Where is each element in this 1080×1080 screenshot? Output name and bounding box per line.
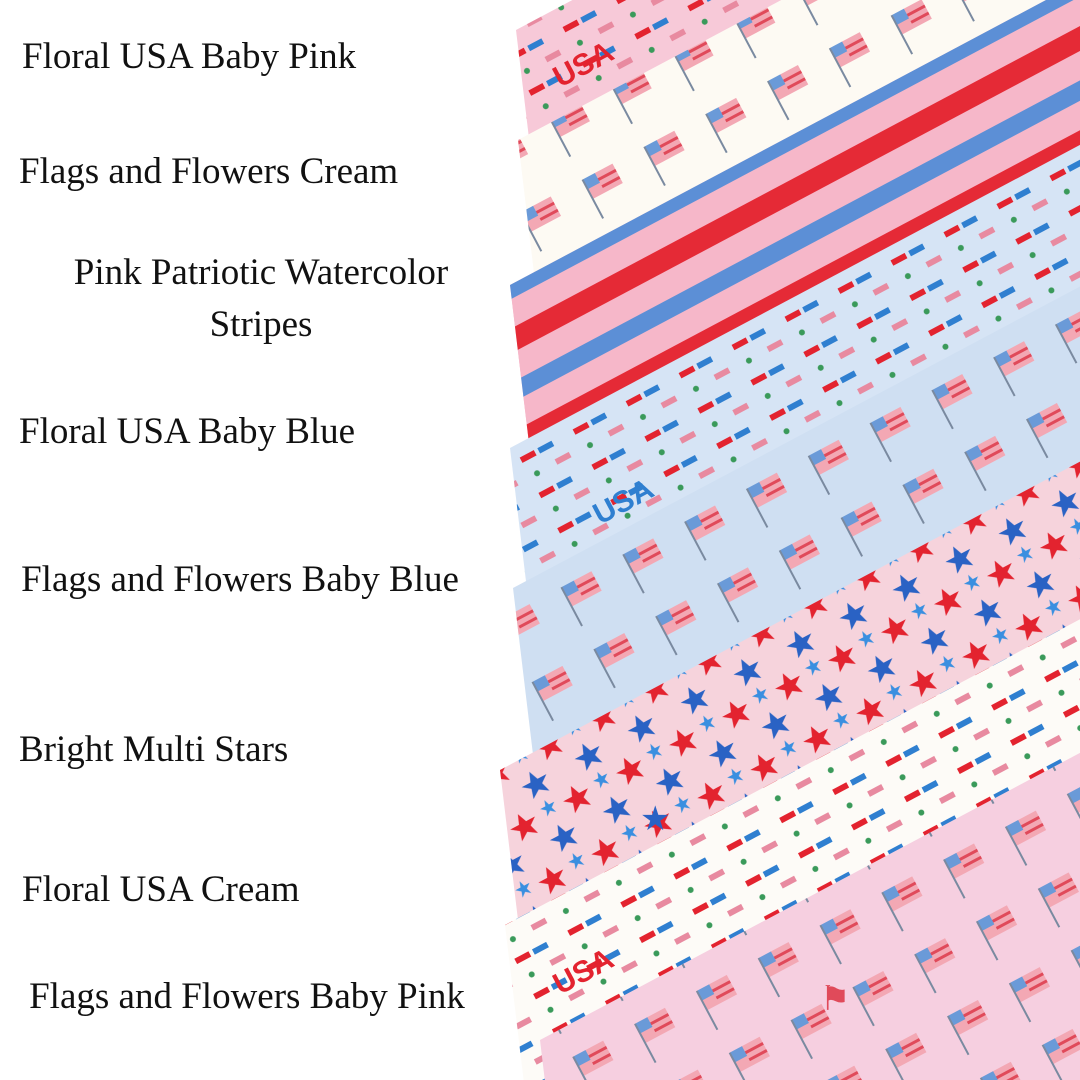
label-flags-flowers-baby-pink: Flags and Flowers Baby Pink — [29, 976, 465, 1017]
label-flags-flowers-cream: Flags and Flowers Cream — [19, 151, 399, 192]
label-flags-flowers-baby-blue: Flags and Flowers Baby Blue — [21, 559, 459, 600]
swatch-flags-flowers-baby-pink — [540, 752, 1080, 1080]
label-floral-usa-cream: Floral USA Cream — [22, 869, 300, 910]
label-floral-usa-baby-pink: Floral USA Baby Pink — [22, 36, 357, 77]
label-floral-usa-baby-blue: Floral USA Baby Blue — [19, 411, 356, 452]
label-pink-patriotic-stripes: Pink Patriotic Watercolor Stripes — [73, 252, 449, 345]
flag-icon: ⚑ — [820, 980, 850, 1018]
flags-pattern — [540, 752, 1080, 1080]
star-icon: ★ — [640, 800, 670, 838]
label-bright-multi-stars: Bright Multi Stars — [19, 729, 289, 770]
